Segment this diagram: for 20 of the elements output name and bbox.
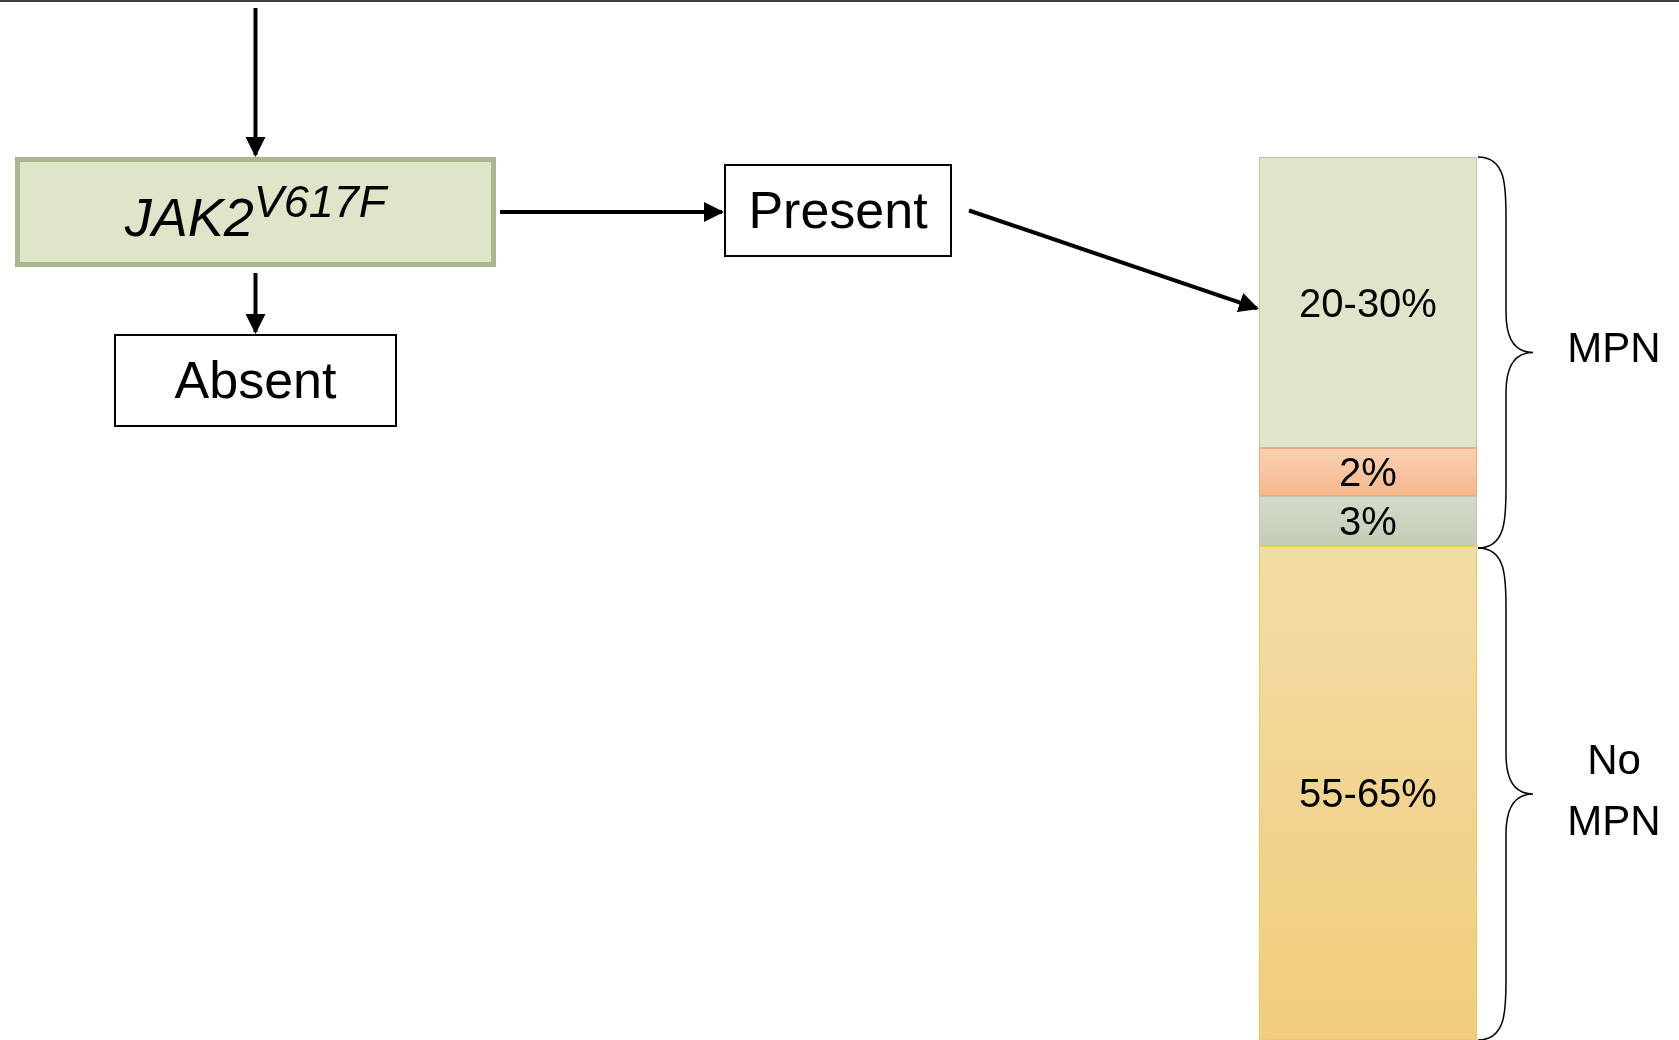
node-label: JAK2$^{V617F}$ (124, 176, 387, 248)
arrow (500, 202, 724, 222)
percentage-label: 20-30% (1299, 280, 1437, 325)
group-label: MPN (1566, 323, 1662, 373)
process-box (724, 164, 952, 257)
bar-segment (1259, 157, 1477, 448)
percentage-label: 55-65% (1299, 771, 1437, 815)
node-label: Absent (174, 351, 337, 410)
node-label: Present (748, 181, 928, 240)
percentage-label: 3% (1339, 499, 1397, 543)
percentage-label: 2% (1339, 450, 1397, 494)
group-label: No MPN (1566, 735, 1662, 846)
bar-segment (1259, 546, 1477, 1040)
arrow (245, 273, 266, 334)
bar-segment (1259, 496, 1477, 546)
gene-box (15, 157, 496, 267)
arrow (245, 8, 266, 157)
bar-segment (1259, 448, 1477, 496)
process-box (114, 334, 397, 427)
arrow (968, 208, 1259, 312)
